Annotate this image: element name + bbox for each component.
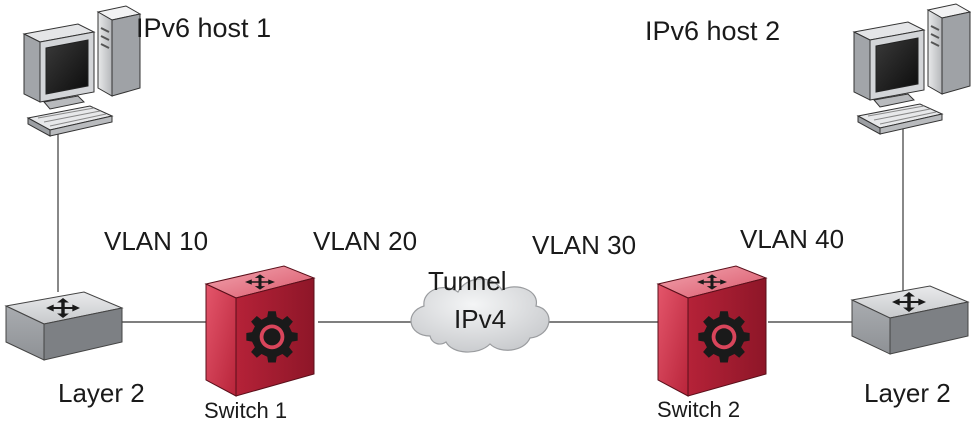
tunnel-label: Tunnel	[428, 266, 507, 296]
layer2-left-label: Layer 2	[58, 378, 145, 408]
cloud-label: IPv4	[454, 304, 507, 334]
vlan-40-label: VLAN 40	[740, 224, 845, 254]
layer2-right-label: Layer 2	[864, 378, 951, 408]
routing-switch-icon	[658, 266, 766, 396]
host-2-label: IPv6 host 2	[645, 16, 781, 46]
desktop-computer-icon	[853, 3, 971, 135]
network-links	[57, 128, 904, 323]
layer2-switch-icon	[6, 292, 122, 360]
desktop-computer-icon	[23, 5, 141, 137]
vlan-10-label: VLAN 10	[104, 226, 209, 256]
switch-2-label: Switch 2	[657, 397, 741, 422]
switch-1-label: Switch 1	[204, 398, 288, 423]
host-1-label: IPv6 host 1	[136, 13, 272, 43]
vlan-20-label: VLAN 20	[313, 226, 418, 256]
cloud-icon	[410, 278, 550, 353]
routing-switch-icon	[206, 266, 314, 396]
vlan-30-label: VLAN 30	[532, 230, 637, 260]
layer2-switch-icon	[852, 286, 968, 354]
